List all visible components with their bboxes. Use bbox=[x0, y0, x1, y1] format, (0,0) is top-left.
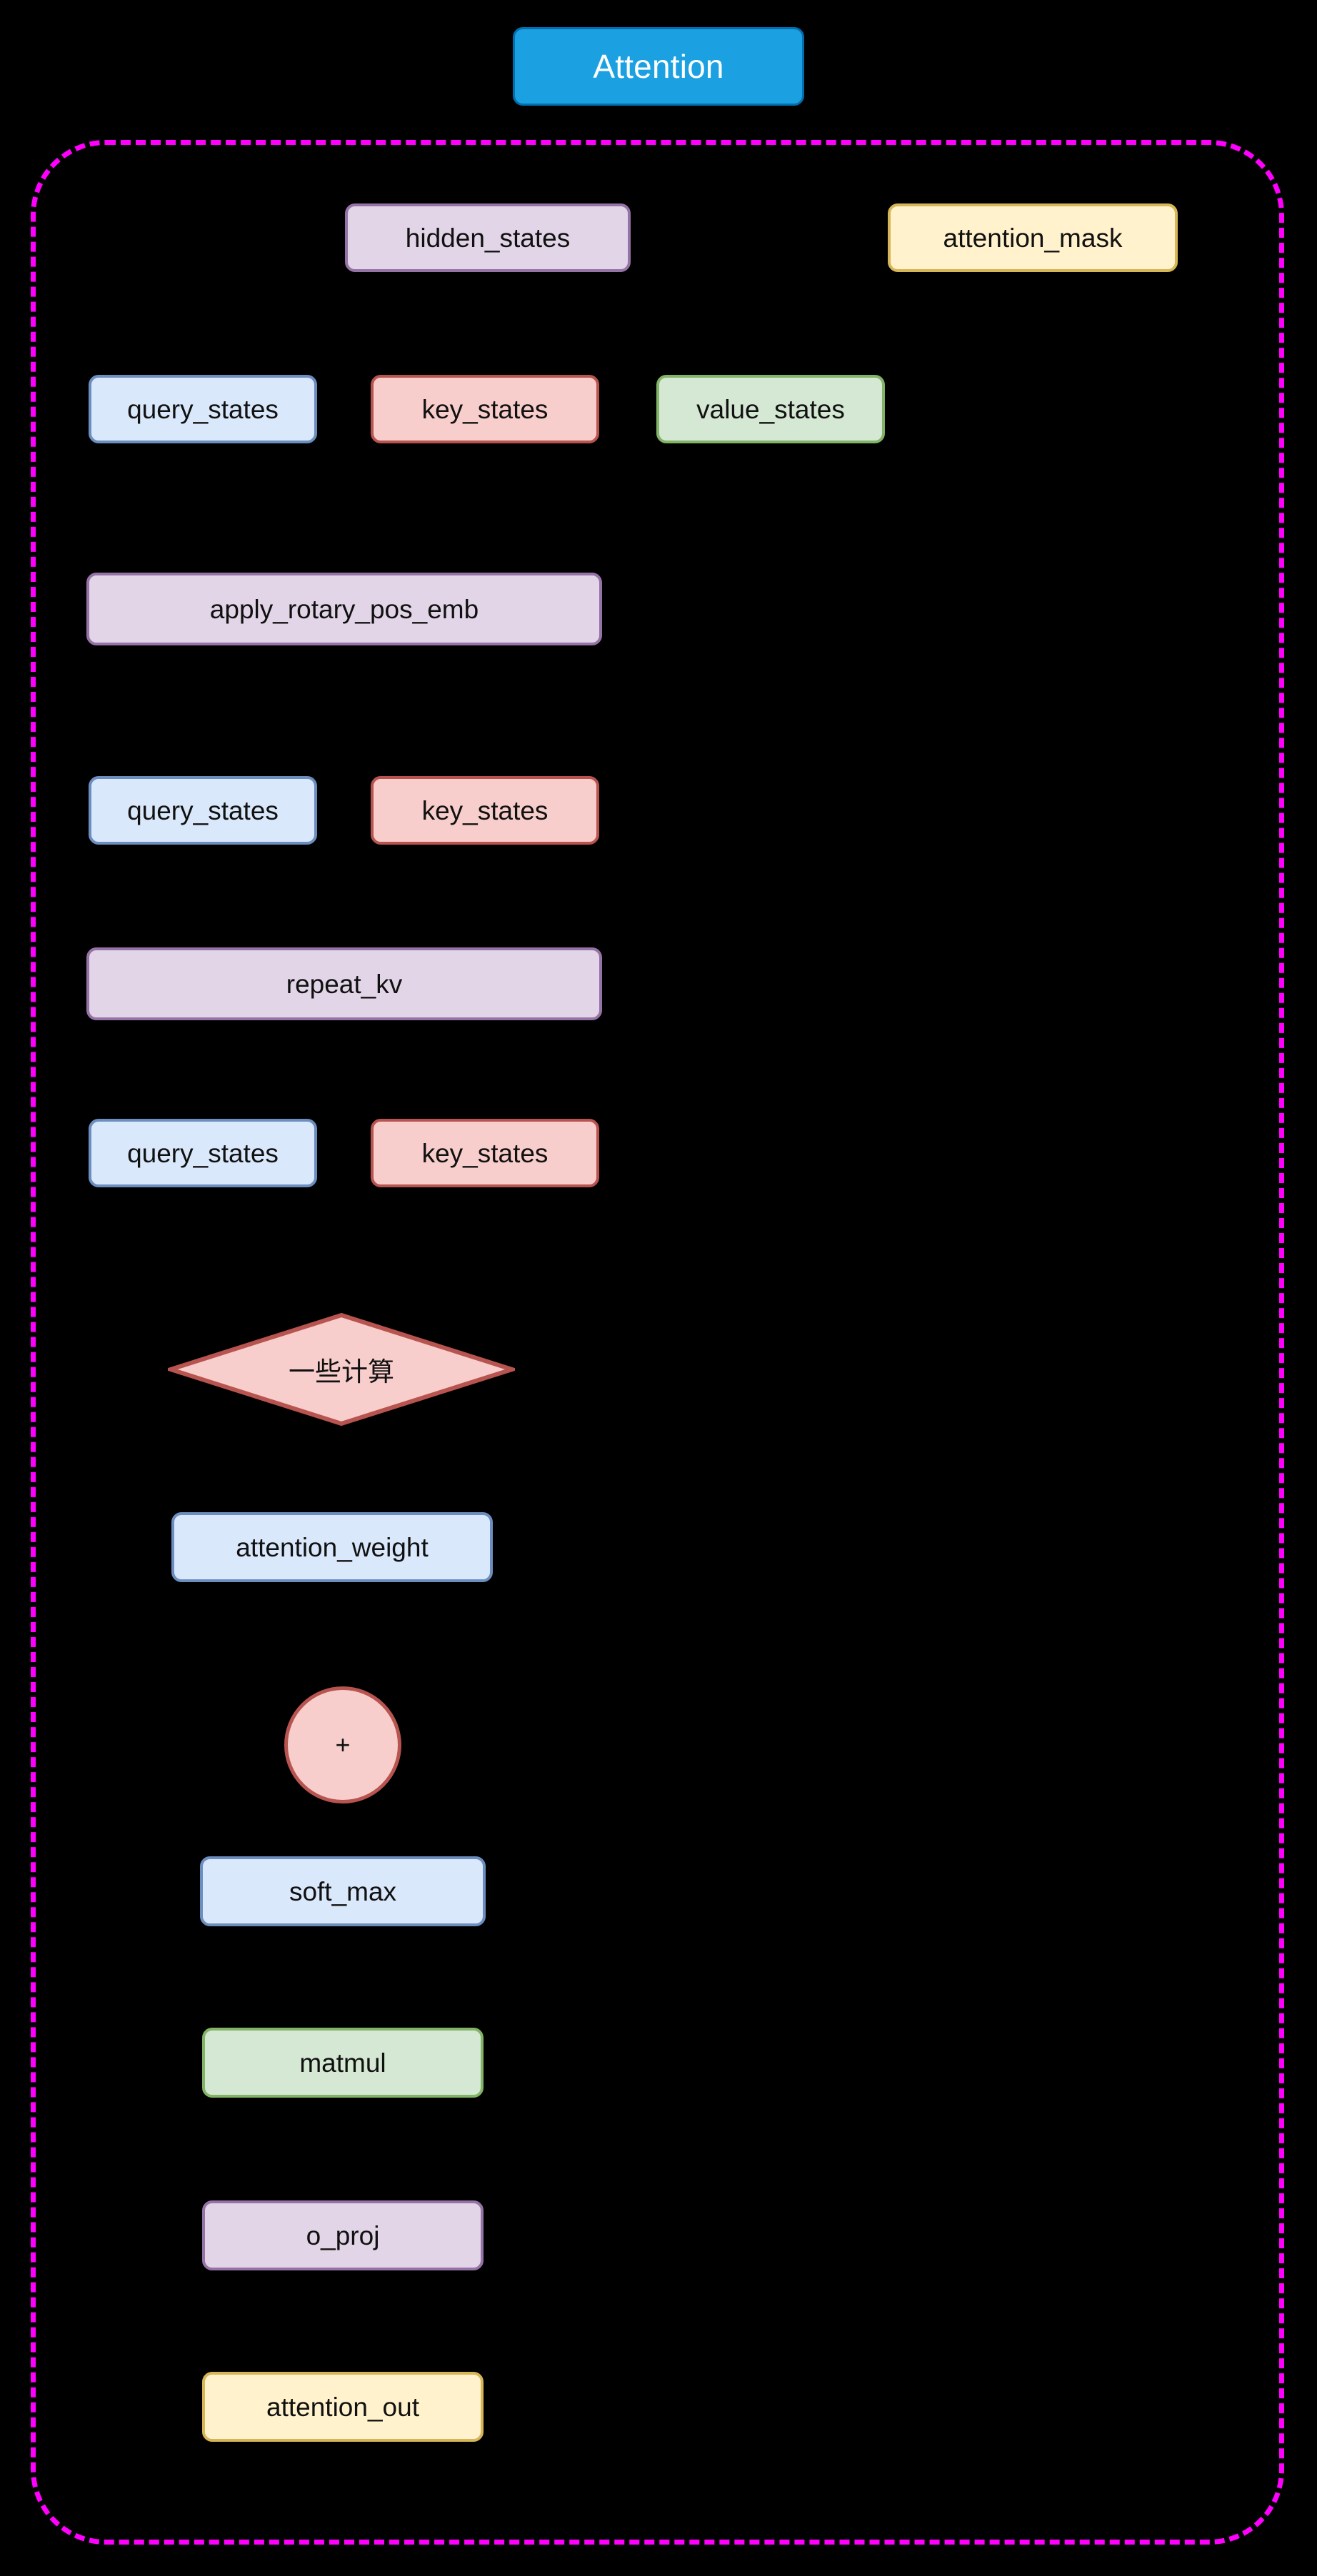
diagram-title-attention[interactable]: Attention bbox=[513, 27, 804, 106]
node-value-states[interactable]: value_states bbox=[656, 375, 885, 443]
attention-subgraph-container bbox=[31, 140, 1284, 2545]
node-key-states-2[interactable]: key_states bbox=[371, 776, 599, 845]
node-attention-out[interactable]: attention_out bbox=[202, 2372, 484, 2442]
node-query-states-2[interactable]: query_states bbox=[89, 776, 317, 845]
node-key-states-3[interactable]: key_states bbox=[371, 1119, 599, 1187]
node-apply-rotary-pos-emb[interactable]: apply_rotary_pos_emb bbox=[86, 573, 602, 645]
node-add-operator[interactable]: + bbox=[284, 1686, 401, 1803]
node-query-states-1[interactable]: query_states bbox=[89, 375, 317, 443]
node-soft-max[interactable]: soft_max bbox=[200, 1856, 486, 1926]
diamond-shape bbox=[168, 1312, 515, 1427]
node-query-states-3[interactable]: query_states bbox=[89, 1119, 317, 1187]
node-o-proj[interactable]: o_proj bbox=[202, 2200, 484, 2270]
node-matmul[interactable]: matmul bbox=[202, 2028, 484, 2098]
node-attention-weight[interactable]: attention_weight bbox=[171, 1512, 493, 1582]
node-hidden-states[interactable]: hidden_states bbox=[345, 203, 631, 272]
node-key-states-1[interactable]: key_states bbox=[371, 375, 599, 443]
node-some-computation[interactable]: 一些计算 bbox=[168, 1312, 515, 1427]
node-repeat-kv[interactable]: repeat_kv bbox=[86, 947, 602, 1020]
node-attention-mask[interactable]: attention_mask bbox=[888, 203, 1178, 272]
